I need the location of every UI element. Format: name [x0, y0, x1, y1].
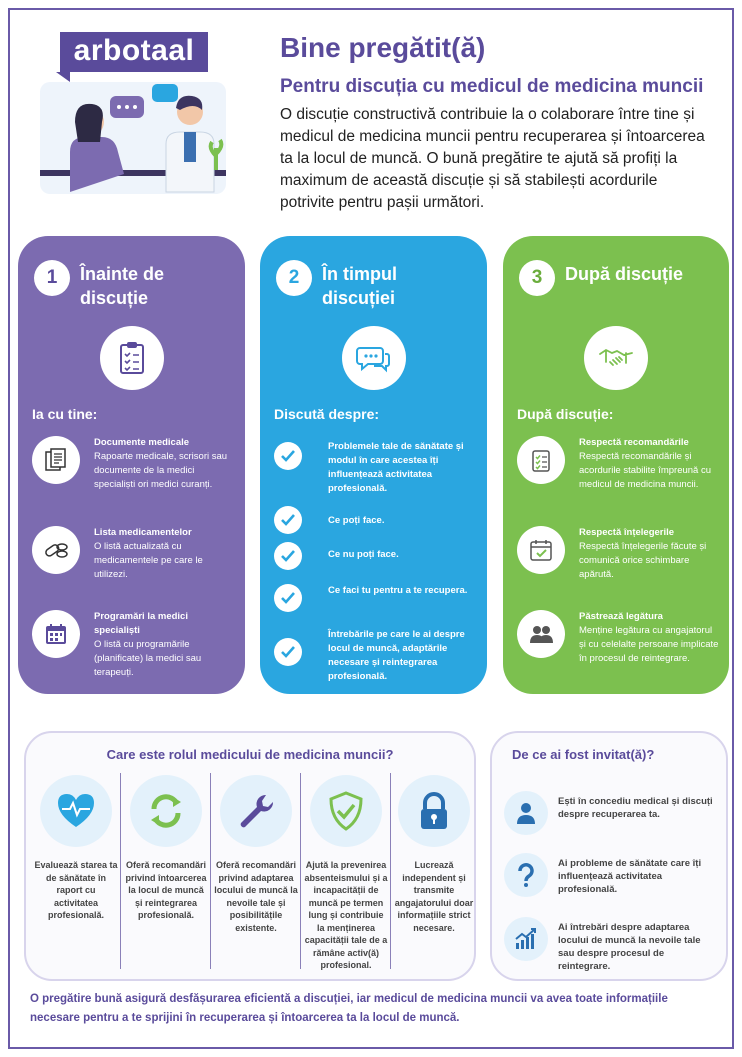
- calendar-icon: [32, 610, 80, 658]
- step-number: 1: [34, 260, 70, 296]
- doctor-role-panel: Care este rolul medicului de medicina mu…: [24, 731, 476, 981]
- checklist-icon: [517, 436, 565, 484]
- item-text: Respectă înțelegerile făcute și comunică…: [579, 541, 707, 580]
- page-frame: [8, 8, 734, 1049]
- item-title: Documente medicale: [94, 437, 190, 448]
- column-before-discussion: 1 Înainte de discuție Ia cu tine: Docume…: [18, 236, 245, 694]
- column-title: După discuție: [565, 264, 684, 284]
- why-invited-panel: De ce ai fost invitat(ă)? Ești în conced…: [490, 731, 728, 981]
- column-title: Înainte de discuție: [80, 264, 165, 308]
- divider: [210, 773, 211, 969]
- divider: [300, 773, 301, 969]
- item-title: Respectă înțelegerile: [579, 527, 675, 538]
- lock-icon: [398, 775, 470, 847]
- discussion-point: Ce poți face.: [328, 515, 385, 526]
- role-text: Lucrează independent și transmite angaja…: [394, 860, 474, 933]
- check-icon: [274, 442, 302, 470]
- role-item: Evaluează starea ta de sănătate în rapor…: [32, 773, 120, 973]
- role-text: Oferă recomandări privind întoarcerea la…: [125, 860, 207, 920]
- page-subtitle: Pentru discuția cu medicul de medicina m…: [280, 76, 704, 97]
- shield-check-icon: [310, 775, 382, 847]
- clipboard-icon: [99, 326, 164, 390]
- role-item: Oferă recomandări privind întoarcerea la…: [122, 773, 210, 973]
- discussion-point: Problemele tale de sănătate și modul în …: [328, 441, 464, 494]
- item-text: Respectă recomandările și acordurile sta…: [579, 451, 712, 490]
- divider: [120, 773, 121, 969]
- role-item: Lucrează independent și transmite angaja…: [390, 773, 478, 973]
- item-text: O listă cu programările (planificate) la…: [94, 639, 202, 678]
- item-text: O listă actualizată cu medicamentele pe …: [94, 541, 203, 580]
- item-text: Rapoarte medicale, scrisori sau document…: [94, 451, 228, 490]
- footer-note: O pregătire bună asigură desfășurarea ef…: [30, 993, 668, 1024]
- role-text: Oferă recomandări privind adaptarea locu…: [214, 860, 298, 933]
- divider: [390, 773, 391, 969]
- role-item: Ajută la prevenirea absenteismului și a …: [302, 773, 390, 973]
- calendar-check-icon: [517, 526, 565, 574]
- role-text: Ajută la prevenirea absenteismului și a …: [304, 860, 388, 970]
- person-icon: [504, 791, 548, 835]
- documents-icon: [32, 436, 80, 484]
- discussion-point: Întrebările pe care le ai despre locul d…: [328, 629, 465, 682]
- why-title: De ce ai fost invitat(ă)?: [512, 747, 655, 762]
- reason-text: Ai probleme de sănătate care îți influen…: [558, 858, 702, 895]
- intro-paragraph: O discuție constructivă contribuie la o …: [280, 106, 705, 211]
- reason-text: Ai întrebări despre adaptarea locului de…: [558, 922, 701, 972]
- refresh-arrows-icon: [130, 775, 202, 847]
- discussion-point: Ce faci tu pentru a te recupera.: [328, 585, 468, 596]
- section-label: După discuție:: [517, 406, 614, 422]
- page-title: Bine pregătit(ă): [280, 32, 486, 63]
- section-label: Discută despre:: [274, 406, 380, 422]
- item-title: Respectă recomandările: [579, 437, 689, 448]
- discussion-point: Ce nu poți face.: [328, 549, 399, 560]
- step-number: 3: [519, 260, 555, 296]
- section-label: Ia cu tine:: [32, 406, 98, 422]
- question-mark-icon: [504, 853, 548, 897]
- people-icon: [517, 610, 565, 658]
- item-title: Programări la medici specialiști: [94, 611, 188, 636]
- role-text: Evaluează starea ta de sănătate în rapor…: [34, 860, 118, 920]
- column-during-discussion: 2 În timpul discuției Discută despre: Pr…: [260, 236, 487, 694]
- item-title: Păstrează legătura: [579, 611, 663, 622]
- item-text: Menține legătura cu angajatorul și cu ce…: [579, 625, 719, 664]
- role-item: Oferă recomandări privind adaptarea locu…: [212, 773, 300, 973]
- chat-bubble-icon: [341, 326, 406, 390]
- check-icon: [274, 506, 302, 534]
- arbotaal-logo: arbotaal: [56, 32, 208, 82]
- step-number: 2: [276, 260, 312, 296]
- check-icon: [274, 638, 302, 666]
- chart-growth-icon: [504, 917, 548, 961]
- wrench-icon: [220, 775, 292, 847]
- role-title: Care este rolul medicului de medicina mu…: [106, 747, 394, 762]
- check-icon: [274, 584, 302, 612]
- reason-text: Ești în concediu medical și discuți desp…: [558, 796, 713, 820]
- column-title: În timpul discuției: [322, 264, 397, 308]
- check-icon: [274, 542, 302, 570]
- column-after-discussion: 3 După discuție După discuție: Respectă …: [503, 236, 729, 694]
- handshake-icon: [584, 326, 648, 390]
- heart-pulse-icon: [40, 775, 112, 847]
- consultation-illustration: [40, 82, 226, 194]
- item-title: Lista medicamentelor: [94, 527, 192, 538]
- pills-icon: [32, 526, 80, 574]
